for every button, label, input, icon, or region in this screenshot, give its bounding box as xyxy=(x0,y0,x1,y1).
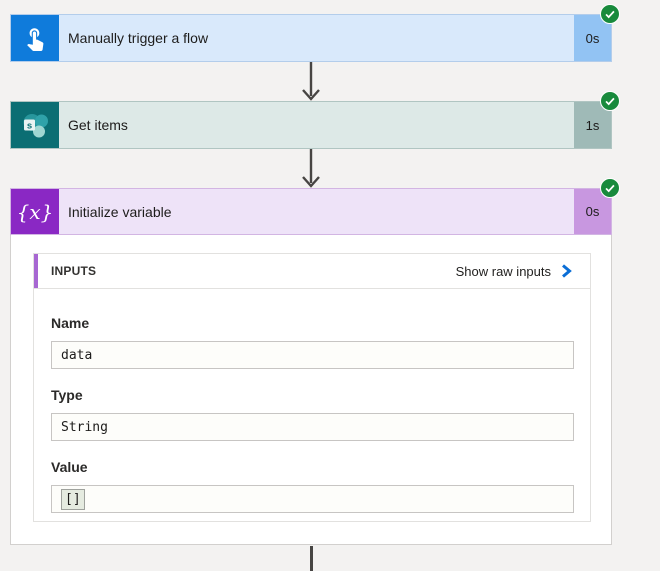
inputs-panel: INPUTS Show raw inputs Name data Type xyxy=(33,253,591,522)
value-field-value[interactable]: [] xyxy=(51,485,574,513)
action-details-card: INPUTS Show raw inputs Name data Type xyxy=(10,235,612,545)
node-title: Get items xyxy=(59,102,574,148)
connector-line xyxy=(310,546,313,571)
show-raw-inputs-link[interactable]: Show raw inputs xyxy=(456,263,572,279)
show-raw-inputs-label: Show raw inputs xyxy=(455,263,551,279)
inputs-section-label: INPUTS xyxy=(51,264,97,278)
inputs-accent-bar xyxy=(34,254,38,288)
type-field-value[interactable]: String xyxy=(51,413,574,441)
name-field-label: Name xyxy=(51,315,90,331)
inputs-panel-header: INPUTS Show raw inputs xyxy=(34,254,590,289)
field-group-value: Value [] xyxy=(51,458,574,513)
flow-node-manual-trigger[interactable]: Manually trigger a flow 0s xyxy=(10,4,620,62)
flow-node-initialize-variable[interactable]: {x} Initialize variable 0s xyxy=(10,178,620,235)
field-group-type: Type String xyxy=(51,386,574,441)
success-check-icon xyxy=(600,178,620,198)
manual-trigger-touch-icon xyxy=(11,15,59,61)
node-title: Manually trigger a flow xyxy=(59,15,574,61)
value-field-label: Value xyxy=(51,459,88,475)
sharepoint-icon: s xyxy=(11,102,59,148)
success-check-icon xyxy=(600,91,620,111)
svg-text:s: s xyxy=(27,121,32,132)
flow-node-get-items[interactable]: s Get items 1s xyxy=(10,91,620,149)
type-field-label: Type xyxy=(51,387,83,403)
name-field-value[interactable]: data xyxy=(51,341,574,369)
connector-arrow xyxy=(302,149,320,188)
node-title: Initialize variable xyxy=(59,189,574,234)
variable-icon: {x} xyxy=(11,189,59,234)
success-check-icon xyxy=(600,4,620,24)
inputs-form: Name data Type String Value [] xyxy=(34,289,590,513)
value-token: [] xyxy=(61,488,85,510)
chevron-right-icon xyxy=(562,264,572,278)
connector-arrow xyxy=(302,62,320,101)
field-group-name: Name data xyxy=(51,314,574,369)
